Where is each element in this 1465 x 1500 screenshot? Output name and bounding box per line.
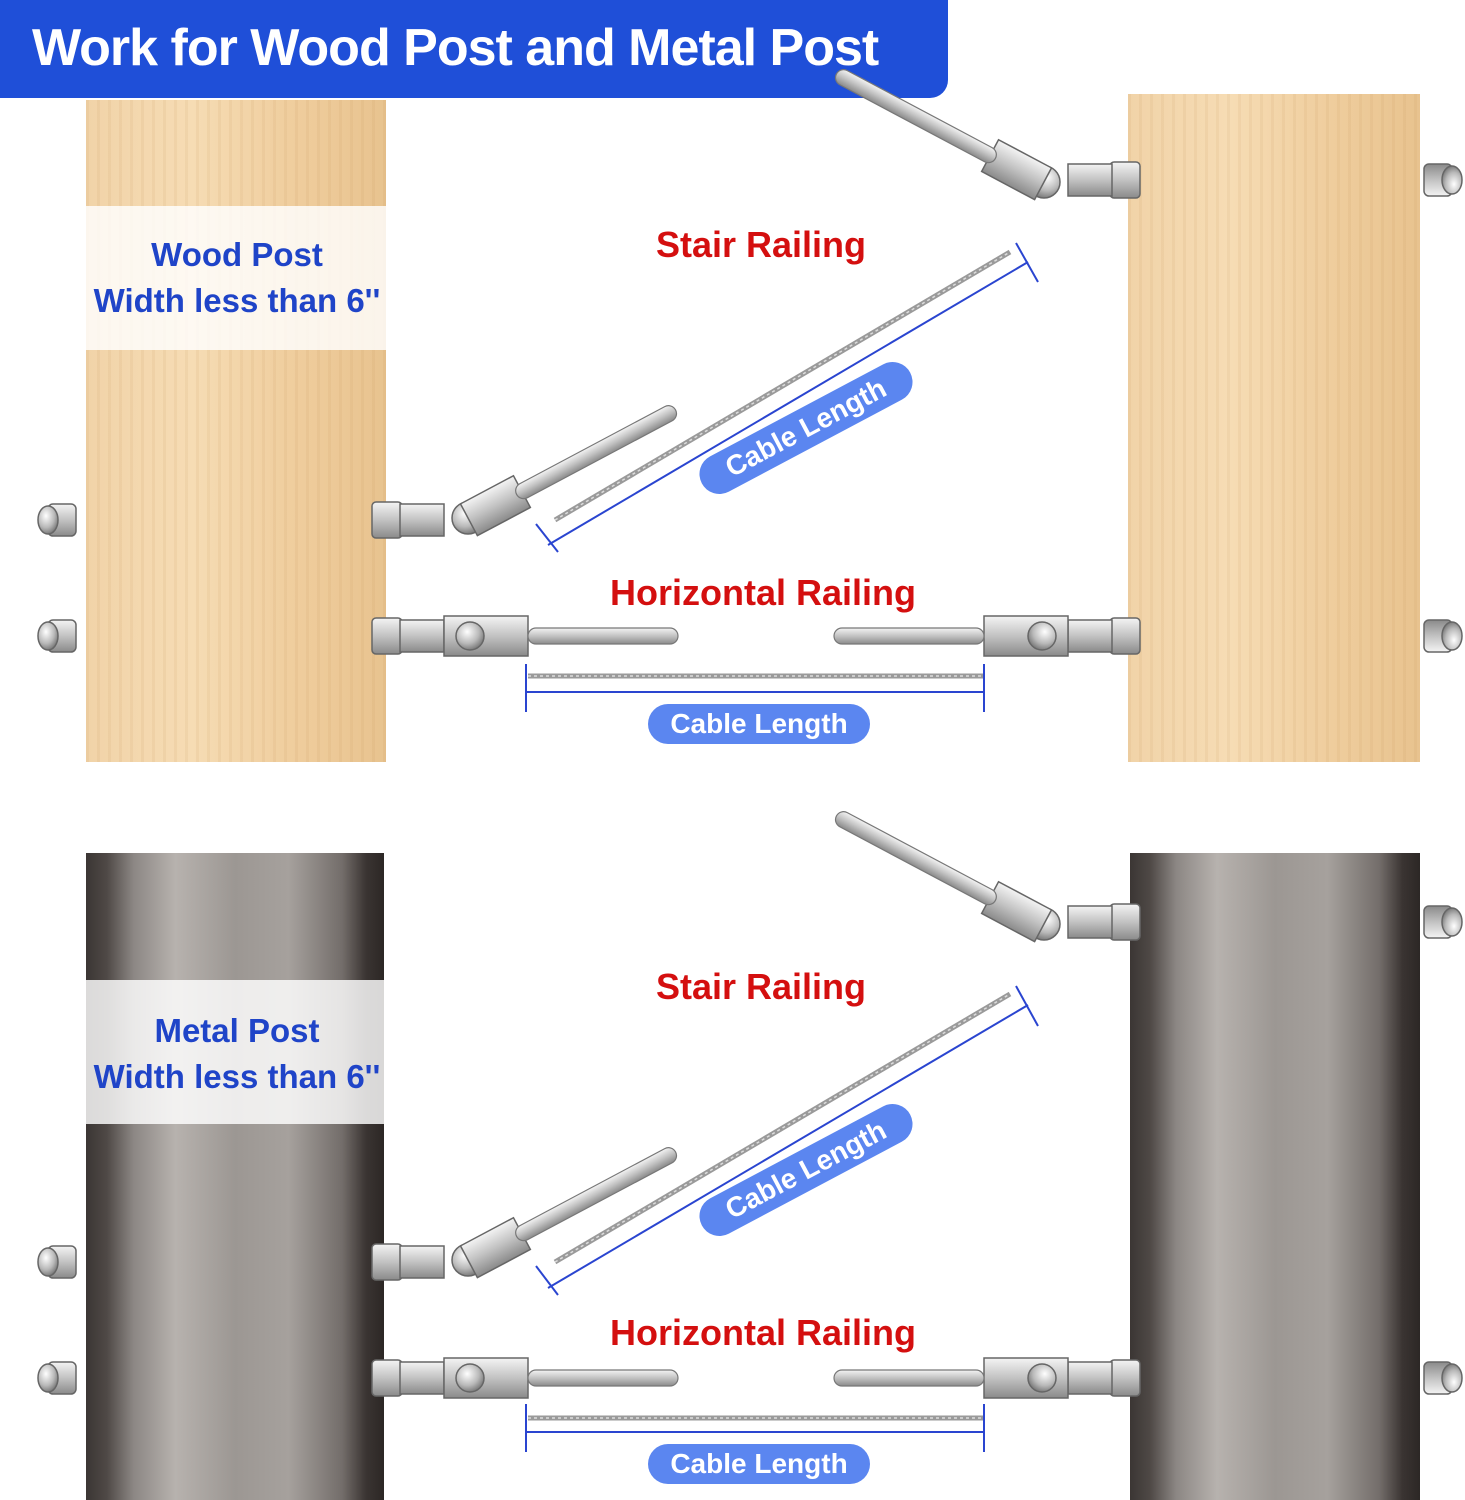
title-banner: Work for Wood Post and Metal Post bbox=[0, 0, 948, 98]
wood-post-label-band bbox=[86, 206, 386, 350]
wood-post-label-line1: Wood Post bbox=[151, 236, 323, 273]
metal-post-right bbox=[1130, 853, 1420, 1500]
metal-horizontal-railing-label: Horizontal Railing bbox=[610, 1312, 916, 1353]
metal-horizontal-cable-length-label: Cable Length bbox=[648, 1444, 870, 1484]
metal-post-label-line2: Width less than 6'' bbox=[93, 1058, 381, 1095]
metal-horizontal-railing-assembly bbox=[37, 1357, 1463, 1452]
metal-post-label-line1: Metal Post bbox=[154, 1012, 320, 1049]
wood-horizontal-railing-label: Horizontal Railing bbox=[610, 572, 916, 613]
metal-post-label-band bbox=[86, 980, 384, 1124]
wood-stair-railing-label: Stair Railing bbox=[656, 224, 867, 265]
wood-stair-railing-assembly bbox=[37, 69, 1463, 553]
metal-stair-railing-assembly bbox=[37, 811, 1463, 1296]
metal-post-left bbox=[86, 853, 384, 1500]
metal-stair-railing-label: Stair Railing bbox=[656, 966, 867, 1007]
banner-title: Work for Wood Post and Metal Post bbox=[32, 19, 879, 77]
wood-post-label-line2: Width less than 6'' bbox=[93, 282, 381, 319]
wood-horizontal-cable-length-label: Cable Length bbox=[648, 704, 870, 744]
wood-horizontal-railing-assembly bbox=[37, 615, 1463, 712]
wood-post-right bbox=[1128, 94, 1420, 762]
